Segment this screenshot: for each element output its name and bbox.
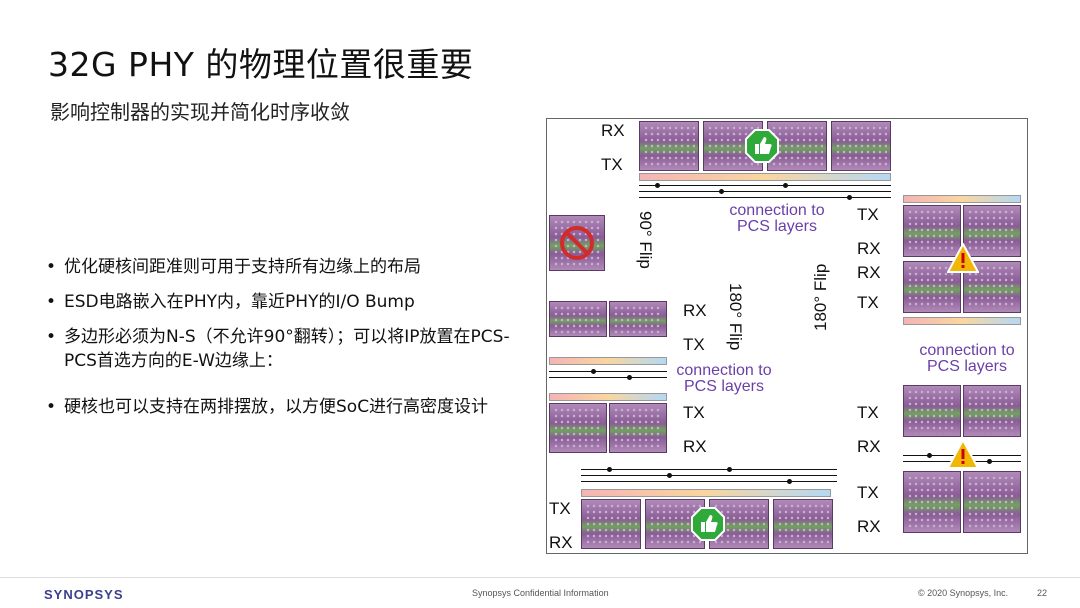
rx-label: RX [601, 121, 625, 140]
connection-label: connection to PCS layers [729, 202, 825, 235]
pcs-layer [549, 393, 667, 401]
phy-block [709, 499, 769, 549]
rx-label: RX [683, 301, 707, 320]
phy-block [773, 499, 833, 549]
phy-block [903, 385, 961, 437]
pcs-layer [639, 173, 891, 181]
tx-label: TX [601, 155, 623, 174]
flip-label: 180° Flip [811, 263, 830, 331]
copyright: © 2020 Synopsys, Inc. [918, 588, 1009, 598]
slide-footer: SYNOPSYS Synopsys Confidential Informati… [0, 577, 1080, 608]
phy-block [963, 205, 1021, 257]
slide-subtitle: 影响控制器的实现并简化时序收敛 [50, 100, 350, 124]
rx-label: RX [549, 533, 573, 552]
phy-block [963, 471, 1021, 533]
pcs-layer [581, 489, 831, 497]
connection-label: connection to PCS layers [676, 362, 772, 395]
phy-block [903, 261, 961, 313]
rx-label: RX [857, 437, 881, 456]
bullet-item: ESD电路嵌入在PHY内，靠近PHY的I/O Bump [46, 290, 526, 314]
phy-block [609, 403, 667, 453]
phy-block [549, 301, 607, 337]
rx-label: RX [857, 263, 881, 282]
bullet-item: 多边形必须为N-S（不允许90°翻转）；可以将IP放置在PCS-PCS首选方向的… [46, 325, 526, 373]
phy-placement-diagram: RX TX connection to PCS layers TX RX RX … [546, 118, 1028, 554]
pcs-layer [903, 195, 1021, 203]
rx-label: RX [857, 239, 881, 258]
phy-block [609, 301, 667, 337]
synopsys-logo: SYNOPSYS [44, 587, 124, 602]
bullet-list: 优化硬核间距准则可用于支持所有边缘上的布局 ESD电路嵌入在PHY内，靠近PHY… [46, 255, 526, 430]
pcs-layer [903, 317, 1021, 325]
tx-label: TX [857, 205, 879, 224]
tx-label: TX [549, 499, 571, 518]
rx-label: RX [683, 437, 707, 456]
warning-icon [946, 437, 980, 473]
flip-label: 180° Flip [726, 283, 745, 351]
tx-label: TX [683, 403, 705, 422]
phy-block [831, 121, 891, 171]
phy-block [903, 471, 961, 533]
bullet-item: 优化硬核间距准则可用于支持所有边缘上的布局 [46, 255, 526, 279]
flip-label: 90° Flip [636, 211, 655, 269]
slide-title: 32G PHY 的物理位置很重要 [48, 45, 474, 84]
phy-block [549, 403, 607, 453]
pcs-layer [549, 357, 667, 365]
bullet-item: 硬核也可以支持在两排摆放，以方便SoC进行高密度设计 [46, 395, 526, 419]
page-number: 22 [1037, 588, 1048, 598]
connection-label: connection to PCS layers [919, 342, 1015, 375]
rx-label: RX [857, 517, 881, 536]
thumbs-up-icon [691, 507, 725, 545]
tx-label: TX [857, 293, 879, 312]
phy-block [581, 499, 641, 549]
phy-block [639, 121, 699, 171]
phy-block [767, 121, 827, 171]
warning-icon [946, 241, 980, 277]
tx-label: TX [857, 403, 879, 422]
thumbs-up-icon [745, 129, 779, 167]
phy-block [903, 205, 961, 257]
tx-label: TX [683, 335, 705, 354]
phy-block [963, 385, 1021, 437]
confidential-notice: Synopsys Confidential Information [472, 588, 609, 598]
prohibited-icon [559, 225, 595, 265]
tx-label: TX [857, 483, 879, 502]
